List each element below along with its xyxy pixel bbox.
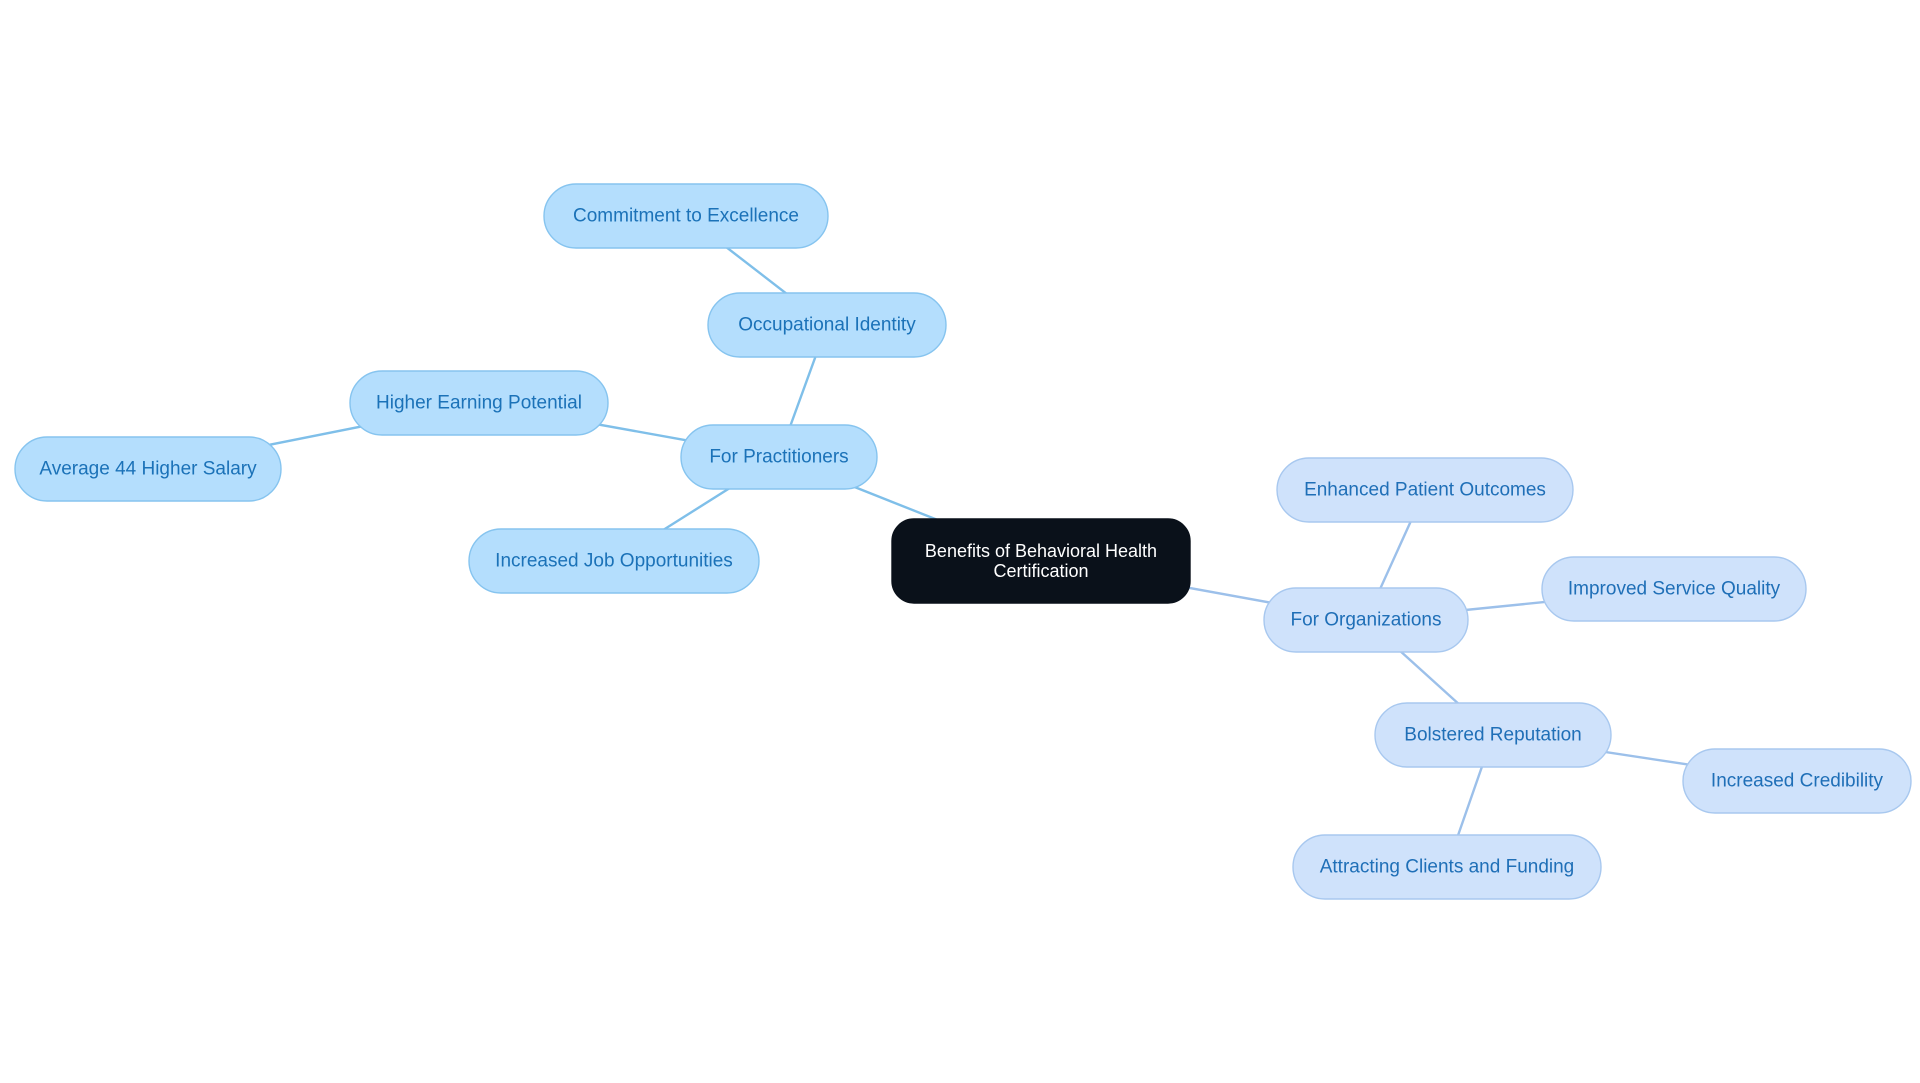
node-increased-credibility-label: Increased Credibility bbox=[1711, 771, 1884, 792]
node-enhanced-patient-outcomes-label: Enhanced Patient Outcomes bbox=[1304, 480, 1546, 501]
node-increased-credibility-box bbox=[1682, 748, 1912, 814]
node-bolstered-reputation-box bbox=[1374, 702, 1612, 768]
root-node-box bbox=[891, 518, 1191, 604]
node-improved-service-quality-label: Improved Service Quality bbox=[1568, 579, 1781, 600]
node-for-organizations[interactable]: For Organizations bbox=[1263, 587, 1469, 653]
node-commitment-to-excellence-label: Commitment to Excellence bbox=[573, 206, 799, 227]
node-average-44-higher-salary-box bbox=[14, 436, 282, 502]
node-enhanced-patient-outcomes[interactable]: Enhanced Patient Outcomes bbox=[1276, 457, 1574, 523]
node-improved-service-quality-box bbox=[1541, 556, 1807, 622]
node-for-practitioners-label: For Practitioners bbox=[709, 447, 848, 468]
node-for-organizations-box bbox=[1263, 587, 1469, 653]
root-node-label-1: Benefits of Behavioral Health bbox=[925, 541, 1157, 561]
root-node-label-2: Certification bbox=[993, 561, 1088, 581]
node-for-practitioners[interactable]: For Practitioners bbox=[680, 424, 878, 490]
mindmap-nodes: Benefits of Behavioral HealthCertificati… bbox=[14, 183, 1912, 900]
node-commitment-to-excellence-box bbox=[543, 183, 829, 249]
node-average-44-higher-salary-label: Average 44 Higher Salary bbox=[39, 459, 257, 480]
node-increased-job-opportunities-box bbox=[468, 528, 760, 594]
node-bolstered-reputation[interactable]: Bolstered Reputation bbox=[1374, 702, 1612, 768]
node-commitment-to-excellence[interactable]: Commitment to Excellence bbox=[543, 183, 829, 249]
node-enhanced-patient-outcomes-box bbox=[1276, 457, 1574, 523]
node-higher-earning-potential[interactable]: Higher Earning Potential bbox=[349, 370, 609, 436]
node-occupational-identity-label: Occupational Identity bbox=[738, 315, 916, 336]
node-improved-service-quality[interactable]: Improved Service Quality bbox=[1541, 556, 1807, 622]
node-increased-job-opportunities[interactable]: Increased Job Opportunities bbox=[468, 528, 760, 594]
node-occupational-identity-box bbox=[707, 292, 947, 358]
node-for-organizations-label: For Organizations bbox=[1290, 610, 1441, 631]
node-attracting-clients-and-funding-box bbox=[1292, 834, 1602, 900]
node-bolstered-reputation-label: Bolstered Reputation bbox=[1404, 725, 1581, 746]
node-occupational-identity[interactable]: Occupational Identity bbox=[707, 292, 947, 358]
root-node[interactable]: Benefits of Behavioral HealthCertificati… bbox=[891, 518, 1191, 604]
node-increased-job-opportunities-label: Increased Job Opportunities bbox=[495, 551, 733, 572]
node-average-44-higher-salary[interactable]: Average 44 Higher Salary bbox=[14, 436, 282, 502]
node-for-practitioners-box bbox=[680, 424, 878, 490]
node-attracting-clients-and-funding[interactable]: Attracting Clients and Funding bbox=[1292, 834, 1602, 900]
node-attracting-clients-and-funding-label: Attracting Clients and Funding bbox=[1320, 857, 1575, 878]
node-higher-earning-potential-box bbox=[349, 370, 609, 436]
node-higher-earning-potential-label: Higher Earning Potential bbox=[376, 393, 582, 414]
node-increased-credibility[interactable]: Increased Credibility bbox=[1682, 748, 1912, 814]
